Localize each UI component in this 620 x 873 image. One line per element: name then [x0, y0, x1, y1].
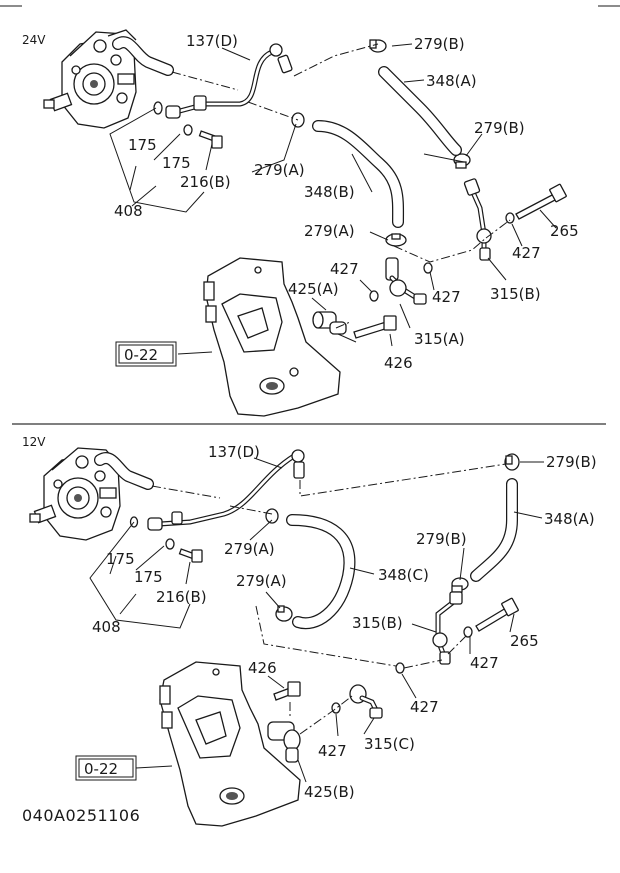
- bolt-265: [475, 597, 519, 632]
- part-label: 348(A): [544, 510, 595, 528]
- section-24v: 24V 137(D) 279(B) 348(A) 279(B) 175 175 …: [22, 29, 579, 417]
- part-label: 216(B): [156, 588, 207, 606]
- ref-label: 0-22: [84, 760, 118, 778]
- clamp-279b: [453, 153, 471, 169]
- bolt-426: [353, 315, 397, 339]
- bolt-216b: [178, 548, 203, 563]
- fitting-315a: [385, 257, 427, 305]
- ref-box: [75, 755, 137, 781]
- bolt-426: [273, 681, 301, 701]
- washer-175: [183, 124, 193, 136]
- clamp-279b: [451, 577, 469, 593]
- part-label: 315(B): [490, 285, 541, 303]
- part-label: 427: [470, 654, 499, 672]
- section-12v: 12V 137(D) 279(B) 348(A) 279(B) 279(A) 1…: [22, 435, 597, 827]
- part-label: 279(B): [474, 119, 525, 137]
- injection-pump: [43, 29, 137, 129]
- washer-427: [369, 290, 379, 302]
- part-label: 279(A): [304, 222, 355, 240]
- part-label: 427: [410, 698, 439, 716]
- part-label: 315(B): [352, 614, 403, 632]
- section-voltage-label: 24V: [22, 33, 46, 47]
- washer-175: [153, 101, 163, 115]
- ref-box-inner: [78, 758, 134, 778]
- clamp-279a: [275, 605, 293, 622]
- part-label: 279(A): [224, 540, 275, 558]
- clamp-279b: [504, 453, 520, 471]
- clamp-279a: [265, 508, 279, 524]
- part-label: 279(B): [414, 35, 465, 53]
- mounting-bracket: [159, 661, 301, 827]
- bolt-216b: [198, 130, 223, 149]
- washer-427: [463, 626, 473, 638]
- mounting-bracket: [203, 257, 341, 417]
- washer-427: [331, 702, 341, 714]
- part-label: 279(A): [236, 572, 287, 590]
- part-label: 175: [134, 568, 163, 586]
- part-label: 408: [92, 618, 121, 636]
- ref-box-inner: [118, 344, 174, 364]
- injection-pump: [29, 447, 121, 541]
- part-label: 315(A): [414, 330, 465, 348]
- part-label: 426: [248, 659, 277, 677]
- section-voltage-label: 12V: [22, 435, 46, 449]
- washer-427: [423, 262, 433, 274]
- pipe-137d: [165, 43, 293, 119]
- part-label: 426: [384, 354, 413, 372]
- part-label: 137(D): [186, 32, 238, 50]
- clamp-279a: [385, 233, 407, 247]
- pipe-315b: [463, 178, 492, 261]
- part-label: 315(C): [364, 735, 415, 753]
- part-label: 427: [512, 244, 541, 262]
- part-label: 408: [114, 202, 143, 220]
- part-label: 175: [106, 550, 135, 568]
- washer-427: [395, 662, 405, 674]
- part-label: 279(B): [546, 453, 597, 471]
- clamp-279b: [369, 39, 387, 53]
- ref-box: [115, 341, 177, 367]
- part-label: 216(B): [180, 173, 231, 191]
- drawing-code: 040A0251106: [22, 806, 140, 825]
- part-label: 425(A): [288, 280, 339, 298]
- ref-label: 0-22: [124, 346, 158, 364]
- pipe-315b: [432, 591, 463, 665]
- fitting-315c: [349, 684, 383, 719]
- part-label: 265: [550, 222, 579, 240]
- part-label: 279(B): [416, 530, 467, 548]
- part-label: 427: [432, 288, 461, 306]
- banjo-425b: [267, 721, 301, 763]
- washer-175: [165, 538, 175, 550]
- banjo-425a: [312, 311, 347, 335]
- part-label: 348(A): [426, 72, 477, 90]
- part-label: 425(B): [304, 783, 355, 801]
- bolt-265: [515, 183, 567, 220]
- washer-427: [505, 212, 515, 224]
- part-label: 137(D): [208, 443, 260, 461]
- pipe-137d: [147, 449, 305, 531]
- part-label: 175: [162, 154, 191, 172]
- part-label: 348(C): [378, 566, 429, 584]
- part-label: 265: [510, 632, 539, 650]
- part-label: 348(B): [304, 183, 355, 201]
- part-label: 175: [128, 136, 157, 154]
- part-label: 279(A): [254, 161, 305, 179]
- part-label: 427: [318, 742, 347, 760]
- part-label: 427: [330, 260, 359, 278]
